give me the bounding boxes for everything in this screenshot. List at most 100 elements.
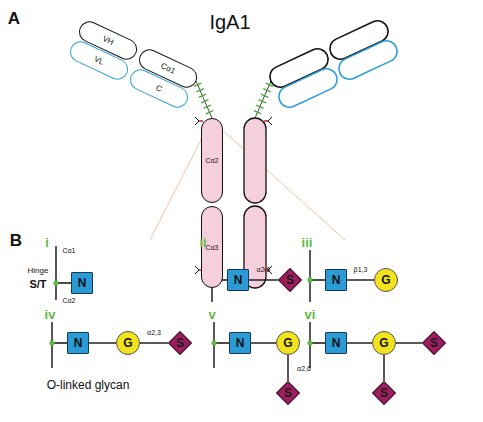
glycosidic-bond (347, 279, 374, 281)
diamond-shape (277, 382, 300, 405)
galactose-circle: G (276, 331, 300, 355)
domain-label: Cα2 (63, 297, 76, 304)
sialic-acid-diamond: S (278, 268, 302, 292)
glycosidic-bond (140, 342, 168, 344)
heavy-chain-domain: VH (75, 17, 140, 62)
galnac-square: N (227, 269, 249, 291)
structure-numeral: vi (305, 308, 316, 321)
fc-domain (244, 118, 266, 203)
node-label: S (176, 337, 184, 349)
fc-domain: Cα3 (201, 206, 223, 288)
diamond-shape (169, 332, 192, 355)
fc-domain: Cα2 (201, 118, 223, 203)
galnac-square: N (71, 272, 93, 294)
region-label: Hinge (28, 267, 49, 275)
node-label: N (236, 337, 245, 349)
diamond-outline (276, 381, 300, 405)
glycosidic-bond (383, 355, 385, 381)
node-label: S (284, 387, 292, 399)
node-label: S (430, 337, 438, 349)
galactose-circle: G (116, 331, 140, 355)
sialic-acid-diamond: S (276, 381, 300, 405)
structure-numeral: iv (45, 308, 56, 321)
heavy-chain-domain: Cα1 (135, 45, 200, 90)
zoom-line (220, 128, 345, 240)
node-label: S (286, 274, 294, 286)
glycosidic-stem (52, 280, 325, 343)
fc-domain (244, 206, 266, 288)
peptide-backbone (309, 250, 310, 302)
node-label: N (332, 337, 341, 349)
diamond-outline (168, 331, 192, 355)
node-label: VH (101, 34, 114, 46)
panel-letter: A (8, 10, 20, 27)
linkage-label: α2,6 (257, 266, 271, 273)
sialic-acid-diamond: S (168, 331, 192, 355)
zoom-line (150, 128, 207, 240)
node-label: N (74, 337, 83, 349)
node-label: S (380, 387, 388, 399)
attachment-site (49, 340, 54, 345)
caption-note: O-linked glycan (47, 379, 130, 391)
glycosidic-bond (287, 355, 289, 381)
hinge-glycan-ticks (254, 83, 273, 114)
panel-letter: B (10, 232, 22, 249)
structure-numeral: iii (302, 236, 313, 249)
node-label: G (123, 337, 132, 349)
galactose-circle: G (374, 268, 398, 292)
structure-numeral: v (208, 308, 215, 321)
attachment-site (211, 340, 216, 345)
glycosidic-bond (347, 342, 372, 344)
galnac-square: N (325, 332, 347, 354)
diamond-shape (423, 332, 446, 355)
attachment-site (209, 277, 214, 282)
glycosidic-bond (249, 279, 278, 281)
node-label: Cα2 (206, 157, 219, 164)
hinge-glycan-ticks (194, 83, 213, 114)
diamond-outline (278, 268, 302, 292)
galnac-square: N (67, 332, 89, 354)
glycosidic-bond (251, 342, 276, 344)
residue-label: S/T (29, 279, 46, 290)
diamond-shape (279, 269, 302, 292)
peptide-backbone (211, 250, 212, 302)
node-label: N (78, 277, 87, 289)
node-label: Cα1 (160, 61, 177, 75)
linkage-label: β1,3 (354, 266, 368, 273)
attachment-site (307, 277, 312, 282)
disulfide-mark (195, 117, 272, 274)
peptide-backbone (55, 246, 56, 300)
linkage-label: α2,6 (297, 365, 311, 372)
diamond-outline (422, 331, 446, 355)
node-label: N (332, 274, 341, 286)
node-label: Cα3 (206, 244, 219, 251)
linkage-label: α2,3 (147, 329, 161, 336)
galactose-circle: G (372, 331, 396, 355)
light-chain-domain (275, 65, 340, 110)
galnac-square: N (229, 332, 251, 354)
node-label: C (155, 83, 164, 93)
diamond-outline (372, 381, 396, 405)
attachment-site (307, 340, 312, 345)
node-label: N (234, 274, 243, 286)
glycosidic-bond (89, 342, 116, 344)
node-label: G (381, 274, 390, 286)
node-label: VL (93, 54, 105, 65)
light-chain-domain: VL (66, 37, 131, 82)
structure-numeral: i (45, 236, 49, 249)
node-label: G (283, 337, 292, 349)
domain-label: Cα1 (63, 247, 76, 254)
light-chain-domain: C (126, 65, 191, 110)
sialic-acid-diamond: S (372, 381, 396, 405)
light-chain-domain (335, 37, 400, 82)
figure-title: IgA1 (209, 12, 250, 32)
galnac-square: N (325, 269, 347, 291)
disulfide-bond (199, 121, 268, 270)
node-label: G (379, 337, 388, 349)
glycosidic-bond (396, 342, 422, 344)
diamond-shape (373, 382, 396, 405)
